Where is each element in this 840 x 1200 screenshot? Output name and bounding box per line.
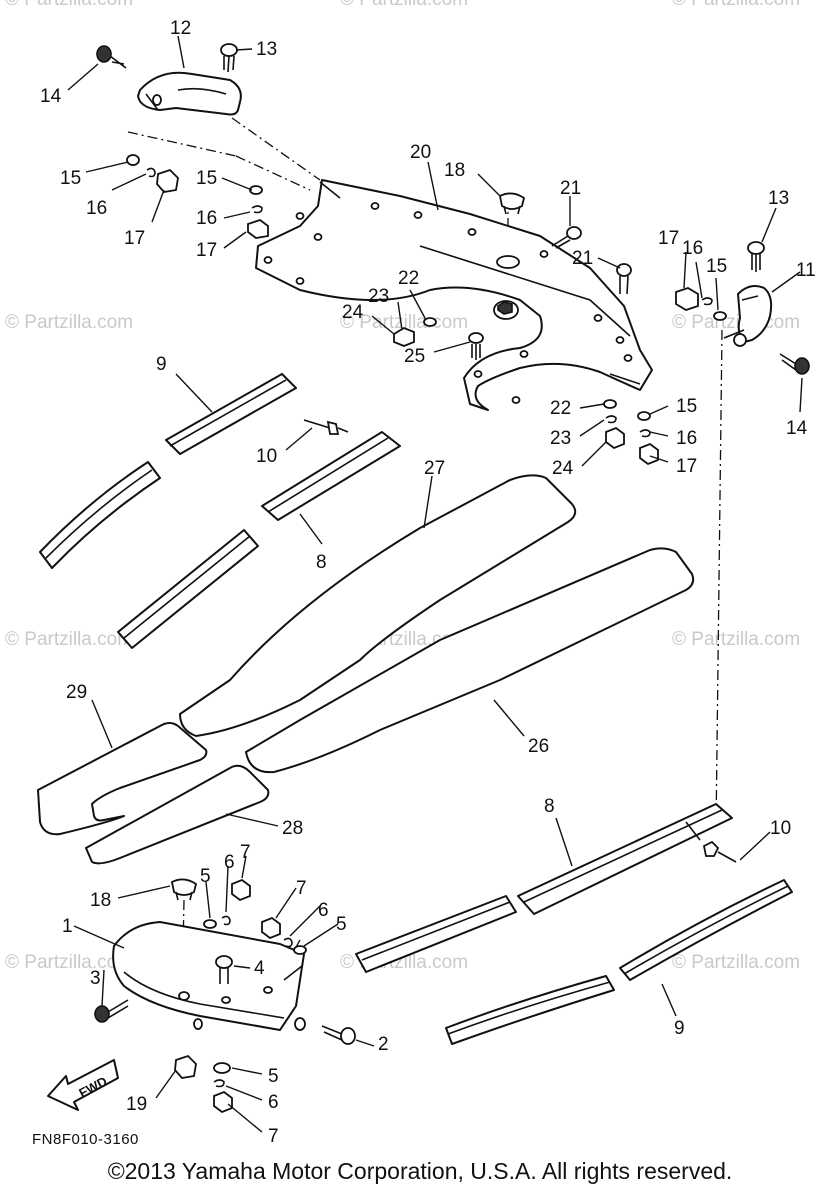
part-label-5: 5 <box>336 914 347 935</box>
watermark: © Partzilla.com <box>340 312 468 333</box>
part-label-2: 2 <box>378 1034 389 1055</box>
part-label-22: 22 <box>398 268 419 289</box>
mat-28 <box>85 764 270 865</box>
part-label-21: 21 <box>572 248 593 269</box>
leader-lines <box>67 35 803 1133</box>
watermark: © Partzilla.com <box>5 312 133 333</box>
mat-29 <box>37 722 208 836</box>
part-label-16: 16 <box>682 238 703 259</box>
part-label-14: 14 <box>786 418 808 439</box>
part-label-13: 13 <box>768 188 789 209</box>
part-label-28: 28 <box>282 818 303 839</box>
part-label-7: 7 <box>296 878 307 899</box>
bolt-2 <box>321 1025 356 1045</box>
bolt-13-top <box>220 43 238 73</box>
part-label-6: 6 <box>268 1092 279 1113</box>
rail-9-upper <box>39 373 297 569</box>
bolts-21 <box>551 226 632 295</box>
part-label-12: 12 <box>170 18 191 39</box>
bolt-4 <box>215 955 233 984</box>
bracket-12 <box>137 71 242 116</box>
bolt-14-top <box>96 45 127 69</box>
part-label-17: 17 <box>124 228 145 249</box>
part-label-18: 18 <box>90 890 111 911</box>
part-label-17: 17 <box>658 228 679 249</box>
mat-27 <box>179 474 577 737</box>
part-label-24: 24 <box>342 302 364 323</box>
watermark: © Partzilla.com <box>672 312 800 333</box>
watermark: © Partzilla.com <box>672 629 800 650</box>
part-label-15: 15 <box>706 256 727 277</box>
part-label-22: 22 <box>550 398 571 419</box>
hardware-right-top <box>675 287 727 321</box>
grommet-18-bottom <box>170 878 198 901</box>
part-label-6: 6 <box>318 900 329 921</box>
bolt-13-right <box>747 241 765 272</box>
bracket-1 <box>112 921 306 1031</box>
part-label-6: 6 <box>224 852 235 873</box>
part-label-5: 5 <box>268 1066 279 1087</box>
hardware-right-stack <box>603 399 659 466</box>
watermark: © Partzilla.com <box>672 0 800 10</box>
rail-9-lower <box>445 879 793 1045</box>
part-label-15: 15 <box>60 168 81 189</box>
watermark: © Partzilla.com <box>5 629 133 650</box>
watermark: © Partzilla.com <box>5 0 133 10</box>
watermark: © Partzilla.com <box>5 952 133 973</box>
mat-26 <box>245 547 695 774</box>
grommet-18-top <box>498 192 526 215</box>
part-label-8: 8 <box>316 552 327 573</box>
part-label-23: 23 <box>550 428 571 449</box>
part-label-3: 3 <box>90 968 101 989</box>
rail-8-lower <box>355 803 733 973</box>
part-label-14: 14 <box>40 86 62 107</box>
part-label-9: 9 <box>156 354 167 375</box>
part-label-16: 16 <box>196 208 217 229</box>
part-label-18: 18 <box>444 160 465 181</box>
part-label-15: 15 <box>196 168 217 189</box>
copyright-notice: ©2013 Yamaha Motor Corporation, U.S.A. A… <box>107 1158 733 1184</box>
part-label-24: 24 <box>552 458 574 479</box>
part-label-7: 7 <box>268 1126 279 1147</box>
part-label-16: 16 <box>676 428 697 449</box>
part-label-19: 19 <box>126 1094 147 1115</box>
bolt-14-right <box>779 353 810 375</box>
part-label-17: 17 <box>676 456 697 477</box>
pin-10-lower <box>685 821 737 863</box>
part-label-15: 15 <box>676 396 697 417</box>
bracket-20 <box>255 179 653 411</box>
hardware-center <box>393 300 519 360</box>
hardware-left-stack <box>126 154 269 239</box>
part-label-5: 5 <box>200 866 211 887</box>
part-label-9: 9 <box>674 1018 685 1039</box>
watermark: © Partzilla.com <box>340 0 468 10</box>
part-label-21: 21 <box>560 178 581 199</box>
bracket-11 <box>723 285 773 347</box>
part-label-13: 13 <box>256 39 277 60</box>
watermark: © Partzilla.com <box>672 952 800 973</box>
part-label-10: 10 <box>256 446 277 467</box>
pin-10-upper <box>303 419 349 435</box>
part-label-11: 11 <box>796 260 816 281</box>
part-number-labels: 12 13 14 15 16 17 15 16 17 20 18 21 21 1… <box>40 18 816 1147</box>
part-label-25: 25 <box>404 346 425 367</box>
part-label-1: 1 <box>62 916 73 937</box>
part-label-27: 27 <box>424 458 445 479</box>
part-label-26: 26 <box>528 736 549 757</box>
part-label-17: 17 <box>196 240 217 261</box>
part-label-23: 23 <box>368 286 389 307</box>
hardware-bottom <box>174 878 307 1114</box>
part-label-4: 4 <box>254 958 265 979</box>
part-label-8: 8 <box>544 796 555 817</box>
part-label-16: 16 <box>86 198 107 219</box>
bolt-3 <box>94 999 129 1023</box>
part-label-7: 7 <box>240 842 251 863</box>
fwd-arrow-icon: FWD <box>47 1059 119 1111</box>
part-label-29: 29 <box>66 682 87 703</box>
part-label-10: 10 <box>770 818 791 839</box>
rail-8-left <box>117 431 401 649</box>
diagram-code: FN8F010-3160 <box>32 1131 139 1148</box>
part-label-20: 20 <box>410 142 431 163</box>
